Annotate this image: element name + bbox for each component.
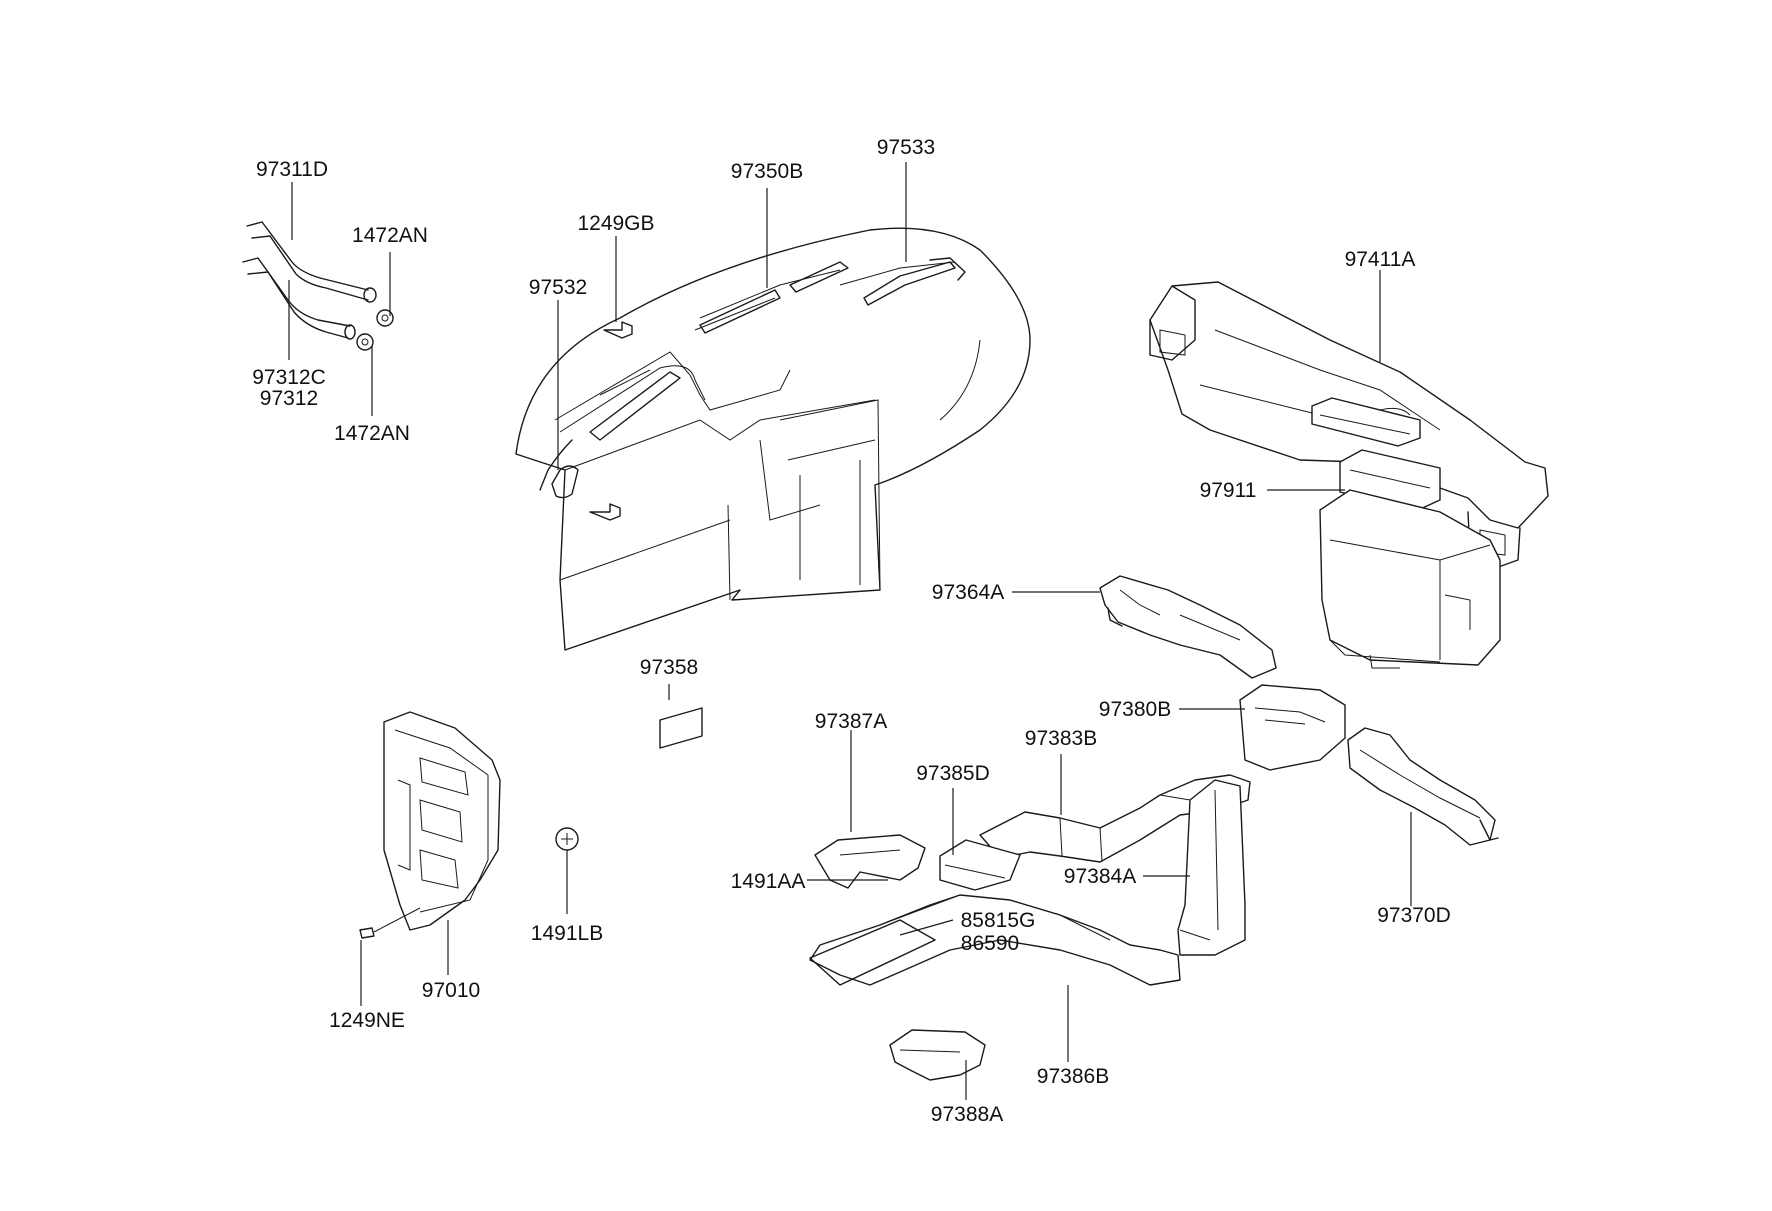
- label-97386B: 97386B: [1037, 1065, 1109, 1088]
- heater-unit-body: [1319, 489, 1501, 669]
- label-97384A: 97384A: [1064, 865, 1136, 888]
- rear-console-duct-97370D: [1347, 727, 1499, 846]
- label-97380B: 97380B: [1099, 698, 1171, 721]
- label-1249NE: 1249NE: [329, 1009, 405, 1032]
- label-97385D: 97385D: [916, 762, 990, 785]
- label-85815G: 85815G: [961, 909, 1036, 932]
- lower-panel-97010: [359, 711, 579, 939]
- label-97350B: 97350B: [731, 160, 803, 183]
- label-1491LB: 1491LB: [531, 922, 603, 945]
- side-duct-97364A: [1099, 575, 1277, 679]
- label-sticker-97358: [659, 707, 703, 749]
- label-97388A: 97388A: [931, 1103, 1003, 1126]
- label-97911: 97911: [1200, 479, 1257, 502]
- label-1249GB: 1249GB: [577, 212, 654, 235]
- label-97411A: 97411A: [1345, 248, 1416, 271]
- label-1491AA: 1491AA: [731, 870, 806, 893]
- label-86590: 86590: [961, 932, 1019, 955]
- label-1472AN-top: 1472AN: [352, 224, 428, 247]
- label-97533: 97533: [877, 136, 935, 159]
- label-97532: 97532: [529, 276, 587, 299]
- label-1472AN-bottom: 1472AN: [334, 422, 410, 445]
- callout-labels: 97311D 1472AN 97312C 97312 1472AN 1249GB…: [252, 136, 1451, 1126]
- label-97312C: 97312C: [252, 366, 326, 389]
- label-97311D: 97311D: [256, 158, 328, 181]
- label-97010: 97010: [422, 979, 480, 1002]
- label-97387A: 97387A: [815, 710, 887, 733]
- label-97364A: 97364A: [932, 581, 1004, 604]
- label-97383B: 97383B: [1025, 727, 1097, 750]
- label-97312: 97312: [260, 387, 318, 410]
- label-97358: 97358: [640, 656, 698, 679]
- defroster-duct-assembly: [1149, 281, 1549, 571]
- label-97370D: 97370D: [1377, 904, 1451, 927]
- heater-hose-assembly: [242, 221, 394, 351]
- crash-pad-panel: [515, 227, 1031, 651]
- rear-duct-assembly: [809, 684, 1346, 1081]
- leader-lines: [288, 162, 1412, 1100]
